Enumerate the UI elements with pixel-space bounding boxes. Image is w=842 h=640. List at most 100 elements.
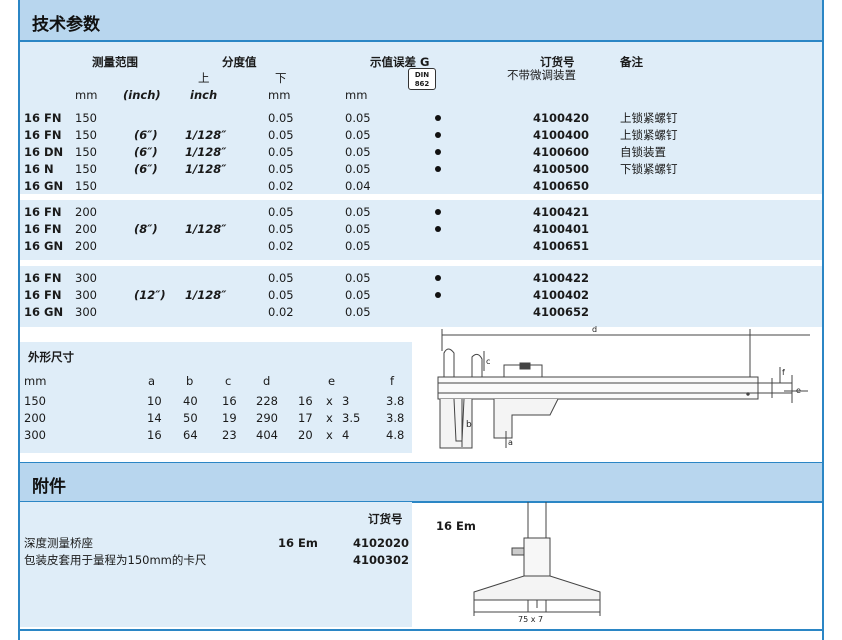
drawing-dim-label: 75 x 7: [518, 615, 543, 624]
compliance-dot-icon: [435, 149, 441, 155]
unit-inch: inch: [190, 88, 218, 102]
unit-mm-error: mm: [345, 88, 368, 102]
row-lower: 0.05: [268, 205, 294, 219]
row-note: 自锁装置: [620, 145, 666, 159]
row-inch: (6″): [134, 128, 158, 142]
dim-cell-x: x: [326, 428, 333, 442]
row-model: 16 FN: [24, 111, 62, 125]
row-note: 上锁紧螺钉: [620, 111, 678, 125]
row-model: 16 GN: [24, 305, 64, 319]
dim-cell-c: 23: [222, 428, 237, 442]
row-lower: 0.05: [268, 128, 294, 142]
row-lower: 0.05: [268, 111, 294, 125]
depth-base-drawing: 75 x 7: [473, 502, 601, 624]
dim-cell-d: 290: [256, 411, 278, 425]
dim-cell-x: x: [326, 411, 333, 425]
dim-cell-a: 14: [147, 411, 162, 425]
row-mm: 150: [75, 179, 97, 193]
unit-mm-lower: mm: [268, 88, 291, 102]
compliance-dot-icon: [435, 209, 441, 215]
dim-cell-d: 404: [256, 428, 278, 442]
row-inch: (8″): [134, 222, 158, 236]
row-mm: 150: [75, 128, 97, 142]
row-fraction: 1/128″: [185, 128, 227, 142]
dim-cell-d: 228: [256, 394, 278, 408]
label-e: e: [796, 386, 801, 395]
acc-order-2: 4100302: [353, 553, 410, 567]
dim-cell-f: 4.8: [386, 428, 405, 442]
spec-title: 技术参数: [32, 15, 100, 35]
row-lower: 0.02: [268, 239, 294, 253]
acc-name-1: 深度测量桥座: [24, 536, 93, 550]
row-lower: 0.05: [268, 288, 294, 302]
unit-mm: mm: [75, 88, 98, 102]
dim-cell-mm: 300: [24, 428, 46, 442]
row-order: 4100400: [533, 128, 590, 142]
row-model: 16 FN: [24, 288, 62, 302]
dim-head-b: b: [186, 374, 194, 388]
row-error: 0.05: [345, 162, 371, 176]
group-separator: [20, 260, 822, 266]
acc-model-1: 16 Em: [278, 536, 318, 550]
row-order: 4100652: [533, 305, 590, 319]
accessories-table: 订货号 深度测量桥座 16 Em 4102020 包装皮套用于量程为150mm的…: [20, 502, 412, 627]
spec-header: 技术参数: [20, 0, 822, 42]
dim-cell-b: 64: [183, 428, 198, 442]
row-error: 0.04: [345, 179, 371, 193]
caliper-drawing: d c b a e f: [437, 325, 810, 449]
dim-cell-b: 40: [183, 394, 198, 408]
dim-cell-b: 50: [183, 411, 198, 425]
dim-cell-e2: 3.5: [342, 411, 361, 425]
row-model: 16 FN: [24, 205, 62, 219]
row-model: 16 FN: [24, 271, 62, 285]
row-error: 0.05: [345, 111, 371, 125]
dim-head-mm: mm: [24, 374, 47, 388]
dim-cell-c: 19: [222, 411, 237, 425]
dim-cell-mm: 200: [24, 411, 46, 425]
compliance-dot-icon: [435, 292, 441, 298]
dim-head-f: f: [390, 374, 395, 388]
dim-cell-a: 10: [147, 394, 162, 408]
frame-right: [822, 0, 824, 640]
row-order: 4100402: [533, 288, 590, 302]
col-note: 备注: [620, 55, 643, 69]
col-error: 示值误差 G: [370, 55, 430, 69]
row-lower: 0.05: [268, 145, 294, 159]
col-upper: 上: [198, 71, 210, 85]
row-model: 16 N: [24, 162, 54, 176]
dim-cell-x: x: [326, 394, 333, 408]
label-f: f: [782, 368, 785, 377]
col-order-sub: 不带微调装置: [507, 68, 576, 82]
row-order: 4100651: [533, 239, 590, 253]
row-lower: 0.05: [268, 271, 294, 285]
row-model: 16 GN: [24, 239, 64, 253]
accessories-header: 附件: [20, 462, 822, 503]
dim-head-e: e: [328, 374, 336, 388]
row-order: 4100420: [533, 111, 590, 125]
row-order: 4100401: [533, 222, 590, 236]
row-model: 16 FN: [24, 222, 62, 236]
row-error: 0.05: [345, 205, 371, 219]
dim-cell-c: 16: [222, 394, 237, 408]
row-mm: 300: [75, 271, 97, 285]
dim-head-c: c: [225, 374, 232, 388]
row-fraction: 1/128″: [185, 288, 227, 302]
dim-cell-a: 16: [147, 428, 162, 442]
row-fraction: 1/128″: [185, 145, 227, 159]
row-error: 0.05: [345, 271, 371, 285]
row-error: 0.05: [345, 222, 371, 236]
row-lower: 0.02: [268, 305, 294, 319]
col-resolution: 分度值: [222, 55, 257, 69]
dim-head-d: d: [263, 374, 271, 388]
row-note: 上锁紧螺钉: [620, 128, 678, 142]
row-model: 16 FN: [24, 128, 62, 142]
row-order: 4100600: [533, 145, 590, 159]
drawing-model-label: 16 Em: [436, 519, 476, 533]
row-order: 4100421: [533, 205, 590, 219]
row-mm: 150: [75, 162, 97, 176]
compliance-dot-icon: [435, 166, 441, 172]
row-order: 4100422: [533, 271, 590, 285]
dim-cell-f: 3.8: [386, 394, 405, 408]
compliance-dot-icon: [435, 132, 441, 138]
